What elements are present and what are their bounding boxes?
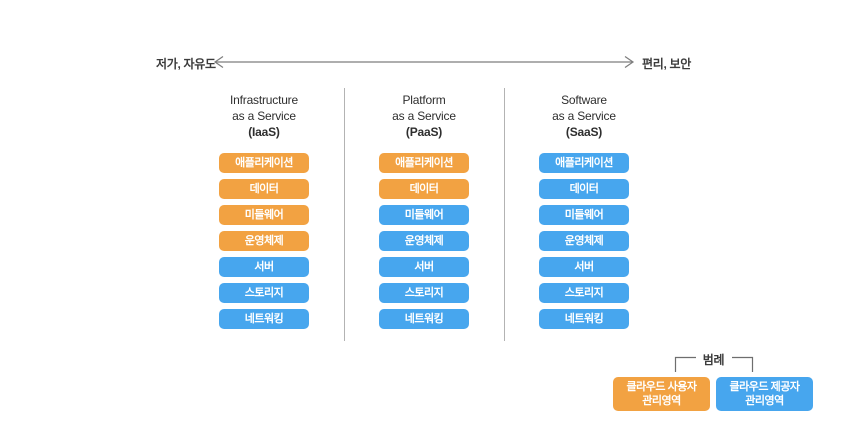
title-line: Platform: [402, 93, 446, 107]
column-saas: Software as a Service (SaaS) 애플리케이션 데이터 …: [509, 92, 659, 335]
axis-left-label: 저가, 자유도: [156, 57, 216, 71]
legend-label-line: 클라우드 제공자: [729, 381, 800, 393]
layer-box: 미들웨어: [379, 205, 469, 225]
layer-stack: 애플리케이션 데이터 미들웨어 운영체제 서버 스토리지 네트워킹: [349, 153, 499, 329]
layer-box: 서버: [219, 257, 309, 277]
layer-box: 운영체제: [539, 231, 629, 251]
title-abbr: (SaaS): [565, 125, 603, 139]
double-arrow-icon: [213, 56, 635, 68]
title-line: as a Service: [232, 109, 296, 123]
column-paas: Platform as a Service (PaaS) 애플리케이션 데이터 …: [349, 92, 499, 335]
layer-stack: 애플리케이션 데이터 미들웨어 운영체제 서버 스토리지 네트워킹: [509, 153, 659, 329]
column-divider: [504, 88, 505, 341]
axis-right-label: 편리, 보안: [642, 57, 692, 71]
layer-box: 스토리지: [379, 283, 469, 303]
column-divider: [344, 88, 345, 341]
legend-title: 범례: [702, 353, 725, 367]
title-line: Infrastructure: [230, 93, 298, 107]
layer-box: 스토리지: [539, 283, 629, 303]
layer-box: 네트워킹: [379, 309, 469, 329]
layer-box: 네트워킹: [539, 309, 629, 329]
legend-bracket: [674, 356, 754, 372]
column-title-paas: Platform as a Service (PaaS): [349, 92, 499, 140]
title-abbr: (IaaS): [248, 125, 280, 139]
layer-box: 운영체제: [379, 231, 469, 251]
title-line: as a Service: [392, 109, 456, 123]
layer-box: 미들웨어: [539, 205, 629, 225]
legend-label-line: 관리영역: [642, 395, 681, 407]
layer-box: 데이터: [539, 179, 629, 199]
column-iaas: Infrastructure as a Service (IaaS) 애플리케이…: [189, 92, 339, 335]
column-title-iaas: Infrastructure as a Service (IaaS): [189, 92, 339, 140]
legend-user-box: 클라우드 사용자 관리영역: [613, 377, 710, 411]
layer-box: 네트워킹: [219, 309, 309, 329]
layer-box: 서버: [539, 257, 629, 277]
layer-box: 애플리케이션: [379, 153, 469, 173]
layer-box: 애플리케이션: [219, 153, 309, 173]
layer-box: 데이터: [219, 179, 309, 199]
title-line: Software: [561, 93, 607, 107]
legend-label-line: 관리영역: [745, 395, 784, 407]
legend-provider-box: 클라우드 제공자 관리영역: [716, 377, 813, 411]
layer-stack: 애플리케이션 데이터 미들웨어 운영체제 서버 스토리지 네트워킹: [189, 153, 339, 329]
layer-box: 미들웨어: [219, 205, 309, 225]
layer-box: 운영체제: [219, 231, 309, 251]
layer-box: 스토리지: [219, 283, 309, 303]
layer-box: 서버: [379, 257, 469, 277]
title-line: as a Service: [552, 109, 616, 123]
layer-box: 데이터: [379, 179, 469, 199]
legend-label-line: 클라우드 사용자: [626, 381, 697, 393]
title-abbr: (PaaS): [405, 125, 443, 139]
column-title-saas: Software as a Service (SaaS): [509, 92, 659, 140]
layer-box: 애플리케이션: [539, 153, 629, 173]
